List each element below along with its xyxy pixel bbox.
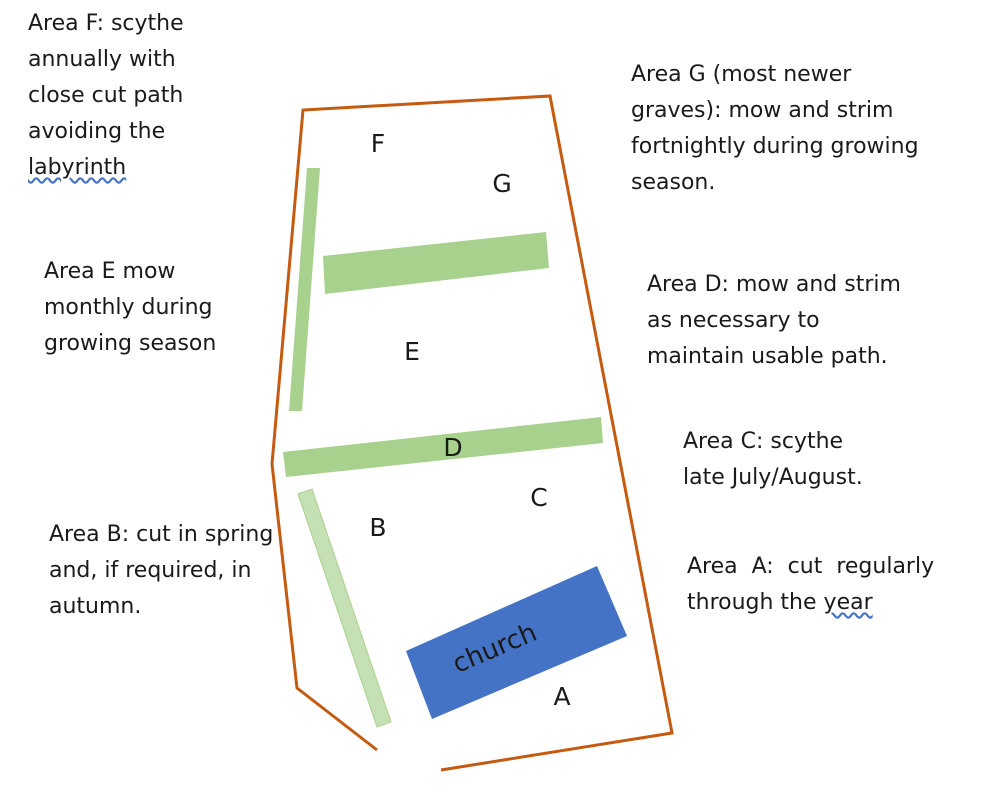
note-area-f: Area F: scythe annually with close cut p… — [28, 6, 184, 186]
note-line: growing season — [44, 331, 217, 356]
area-letter-e: E — [404, 337, 420, 366]
note-line: annually with — [28, 47, 176, 72]
note-line: monthly during — [44, 295, 213, 320]
area-letter-d: D — [443, 433, 462, 462]
area-letter-b: B — [369, 513, 386, 542]
church-building — [406, 566, 627, 719]
path-strip-left-upper — [289, 168, 320, 411]
note-area-c: Area C: scythe late July/August. — [683, 424, 863, 496]
note-line: avoiding the — [28, 119, 166, 144]
note-line: Area B: cut in spring — [49, 522, 274, 547]
note-line: through the year — [687, 585, 934, 621]
note-line: fortnightly during growing — [631, 134, 919, 159]
area-letter-c: C — [530, 483, 547, 512]
note-text: through the — [687, 590, 824, 615]
area-letter-f: F — [371, 129, 385, 158]
note-line: Area D: mow and strim — [647, 272, 901, 297]
note-area-b: Area B: cut in spring and, if required, … — [49, 517, 273, 625]
note-area-e: Area E mow monthly during growing season — [44, 254, 216, 362]
path-strip-area-d — [283, 417, 603, 477]
note-line: Area E mow — [44, 259, 176, 284]
note-line: late July/August. — [683, 465, 863, 490]
note-line-spellchecked: labyrinth — [28, 155, 127, 180]
note-line: and, if required, in — [49, 558, 252, 583]
note-area-g: Area G (most newer graves): mow and stri… — [631, 57, 919, 201]
note-word-spellchecked: year — [823, 590, 873, 615]
note-area-d: Area D: mow and strim as necessary to ma… — [647, 267, 901, 375]
path-strip-area-b — [297, 488, 392, 728]
note-line: as necessary to — [647, 308, 820, 333]
note-line: season. — [631, 170, 716, 195]
note-line: graves): mow and strim — [631, 98, 894, 123]
churchyard-boundary — [270, 94, 674, 772]
note-line: close cut path — [28, 83, 184, 108]
path-strip-area-e-north — [323, 232, 549, 294]
area-letter-a: A — [553, 682, 570, 711]
note-area-a: Area A: cut regularly through the year — [687, 549, 934, 621]
note-line: autumn. — [49, 594, 142, 619]
note-line: maintain usable path. — [647, 344, 888, 369]
note-line: Area G (most newer — [631, 62, 852, 87]
note-line: Area C: scythe — [683, 429, 844, 454]
note-line: Area F: scythe — [28, 11, 184, 36]
area-letter-g: G — [492, 169, 511, 198]
note-line: Area A: cut regularly — [687, 554, 935, 579]
